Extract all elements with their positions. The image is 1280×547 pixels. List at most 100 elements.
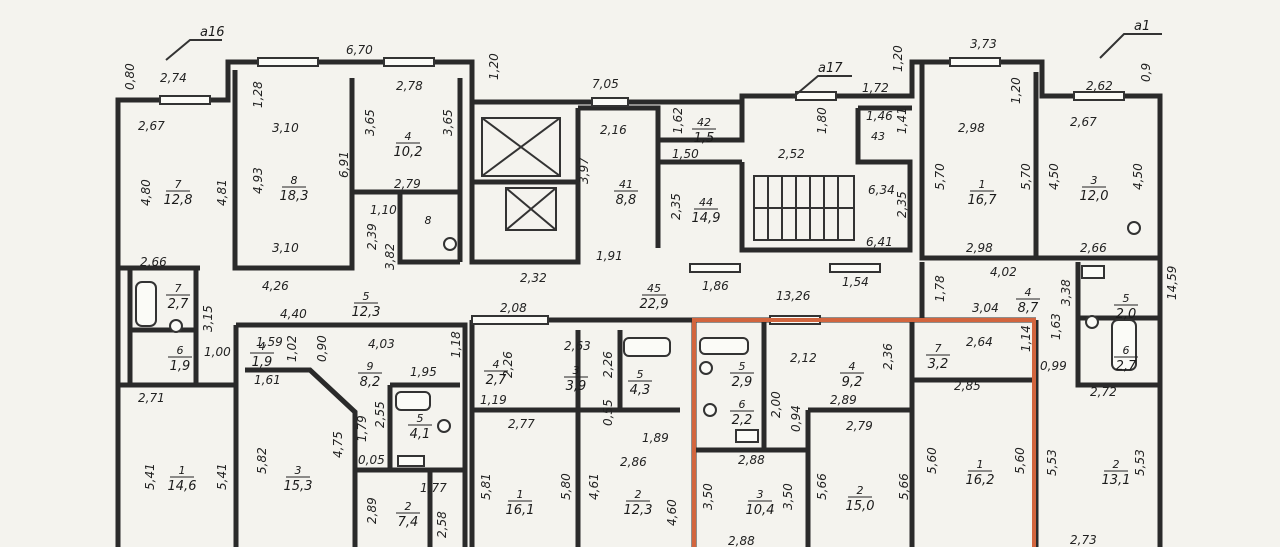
window-1 [257,57,319,67]
dim-label: 2,08 [500,301,527,315]
wall-left-lower [233,322,468,547]
dim-label: 0,99 [1040,359,1067,373]
dim-label: 1,20 [1009,77,1023,104]
elevator-2 [505,187,557,231]
room-area: 12,3 [352,305,381,320]
dim-label: 5,70 [1019,163,1033,190]
dim-label: 0,94 [789,405,803,432]
dim-label: 2,79 [846,419,873,433]
room-number: 1 [977,458,984,471]
room-number: 2 [635,488,642,501]
room-area: 22,9 [640,297,669,312]
toilet-4 [443,237,457,251]
dim-label: 6,41 [866,235,893,249]
section-label-left: а16 [200,25,225,40]
window-2 [383,57,435,67]
room-number: 8 [425,214,432,227]
dim-label: 4,50 [1131,163,1145,190]
room-area: 18,3 [280,189,309,204]
dim-label: 2,98 [966,241,993,255]
room-number: 5 [739,360,746,373]
bathtub-1 [135,281,157,327]
room-label: 43 [871,130,885,143]
room-area: 13,1 [1102,473,1131,488]
dim-label: 0,80 [123,63,137,90]
toilet-2 [703,403,717,417]
room-label: 48,7 [1016,286,1040,316]
toilet-7 [437,419,451,433]
dim-label: 1,59 [256,335,283,349]
sink-2 [735,429,759,443]
room-number: 5 [363,290,370,303]
room-label: 212,3 [624,488,653,518]
dim-label: 2,79 [394,177,421,191]
room-area: 10,2 [394,145,423,160]
dim-label: 1,95 [410,365,437,379]
dim-label: 2,67 [1070,115,1097,129]
room-number: 7 [175,282,182,295]
dim-label: 2,52 [778,147,805,161]
dim-label: 1,89 [642,431,669,445]
window-5 [1073,91,1125,101]
room-label: 310,4 [746,488,775,518]
room-area: 8,7 [1018,301,1039,316]
dim-label: 2,58 [435,511,449,538]
dim-label: 3,65 [363,109,377,136]
dim-label: 1,41 [895,107,909,134]
section-label-center: а17 [818,61,843,76]
room-area: 12,3 [624,503,653,518]
dim-label: 4,93 [251,167,265,194]
window-3 [159,95,211,105]
staircase [753,175,855,241]
room-area: 2,2 [732,413,753,428]
dim-label: 2,78 [396,79,423,93]
dim-label: 2,71 [138,391,165,405]
dim-label: 3,73 [970,37,997,51]
room-label: 62,2 [730,398,754,428]
dim-label: 2,73 [1070,533,1097,547]
dim-label: 2,62 [1086,79,1113,93]
dim-label: 2,89 [365,497,379,524]
dim-label: 14,59 [1165,266,1179,300]
room-area: 8,2 [360,375,381,390]
room-label: 418,8 [614,178,638,208]
room-number: 6 [177,344,184,357]
room-number: 4 [849,360,856,373]
room-number: 5 [637,368,644,381]
dim-label: 4,50 [1047,163,1061,190]
room-label: 421,5 [692,116,716,146]
dim-label: 3,04 [972,301,999,315]
wall-core [469,102,913,265]
window-7 [795,91,837,101]
window-6 [591,97,629,107]
sink-3 [1081,265,1105,279]
room-number: 42 [697,116,711,129]
room-label: 62,7 [1114,344,1138,374]
room-label: 33,9 [564,364,588,394]
dim-label: 4,75 [331,431,345,458]
room-area: 1,9 [170,359,191,374]
room-label: 98,2 [358,360,382,390]
room-area: 10,4 [746,503,775,518]
dim-label: 1,54 [842,275,869,289]
room-area: 4,1 [410,427,431,442]
dim-label: 1,14 [1019,325,1033,352]
dim-label: 2,85 [954,379,981,393]
dim-label: 7,05 [592,77,619,91]
dim-label: 2,98 [958,121,985,135]
dim-label: 1,72 [862,81,889,95]
window-11 [829,263,881,273]
dim-label: 5,66 [815,473,829,500]
dim-label: 2,35 [895,191,909,218]
elevator-1-cross [481,117,561,177]
highlighted-apartment [692,318,1036,547]
dim-label: 2,67 [138,119,165,133]
dim-label: 5,66 [897,473,911,500]
dim-label: 2,35 [669,193,683,220]
sink-1 [397,455,425,467]
room-number: 4 [405,130,412,143]
room-label: 42,7 [484,358,508,388]
